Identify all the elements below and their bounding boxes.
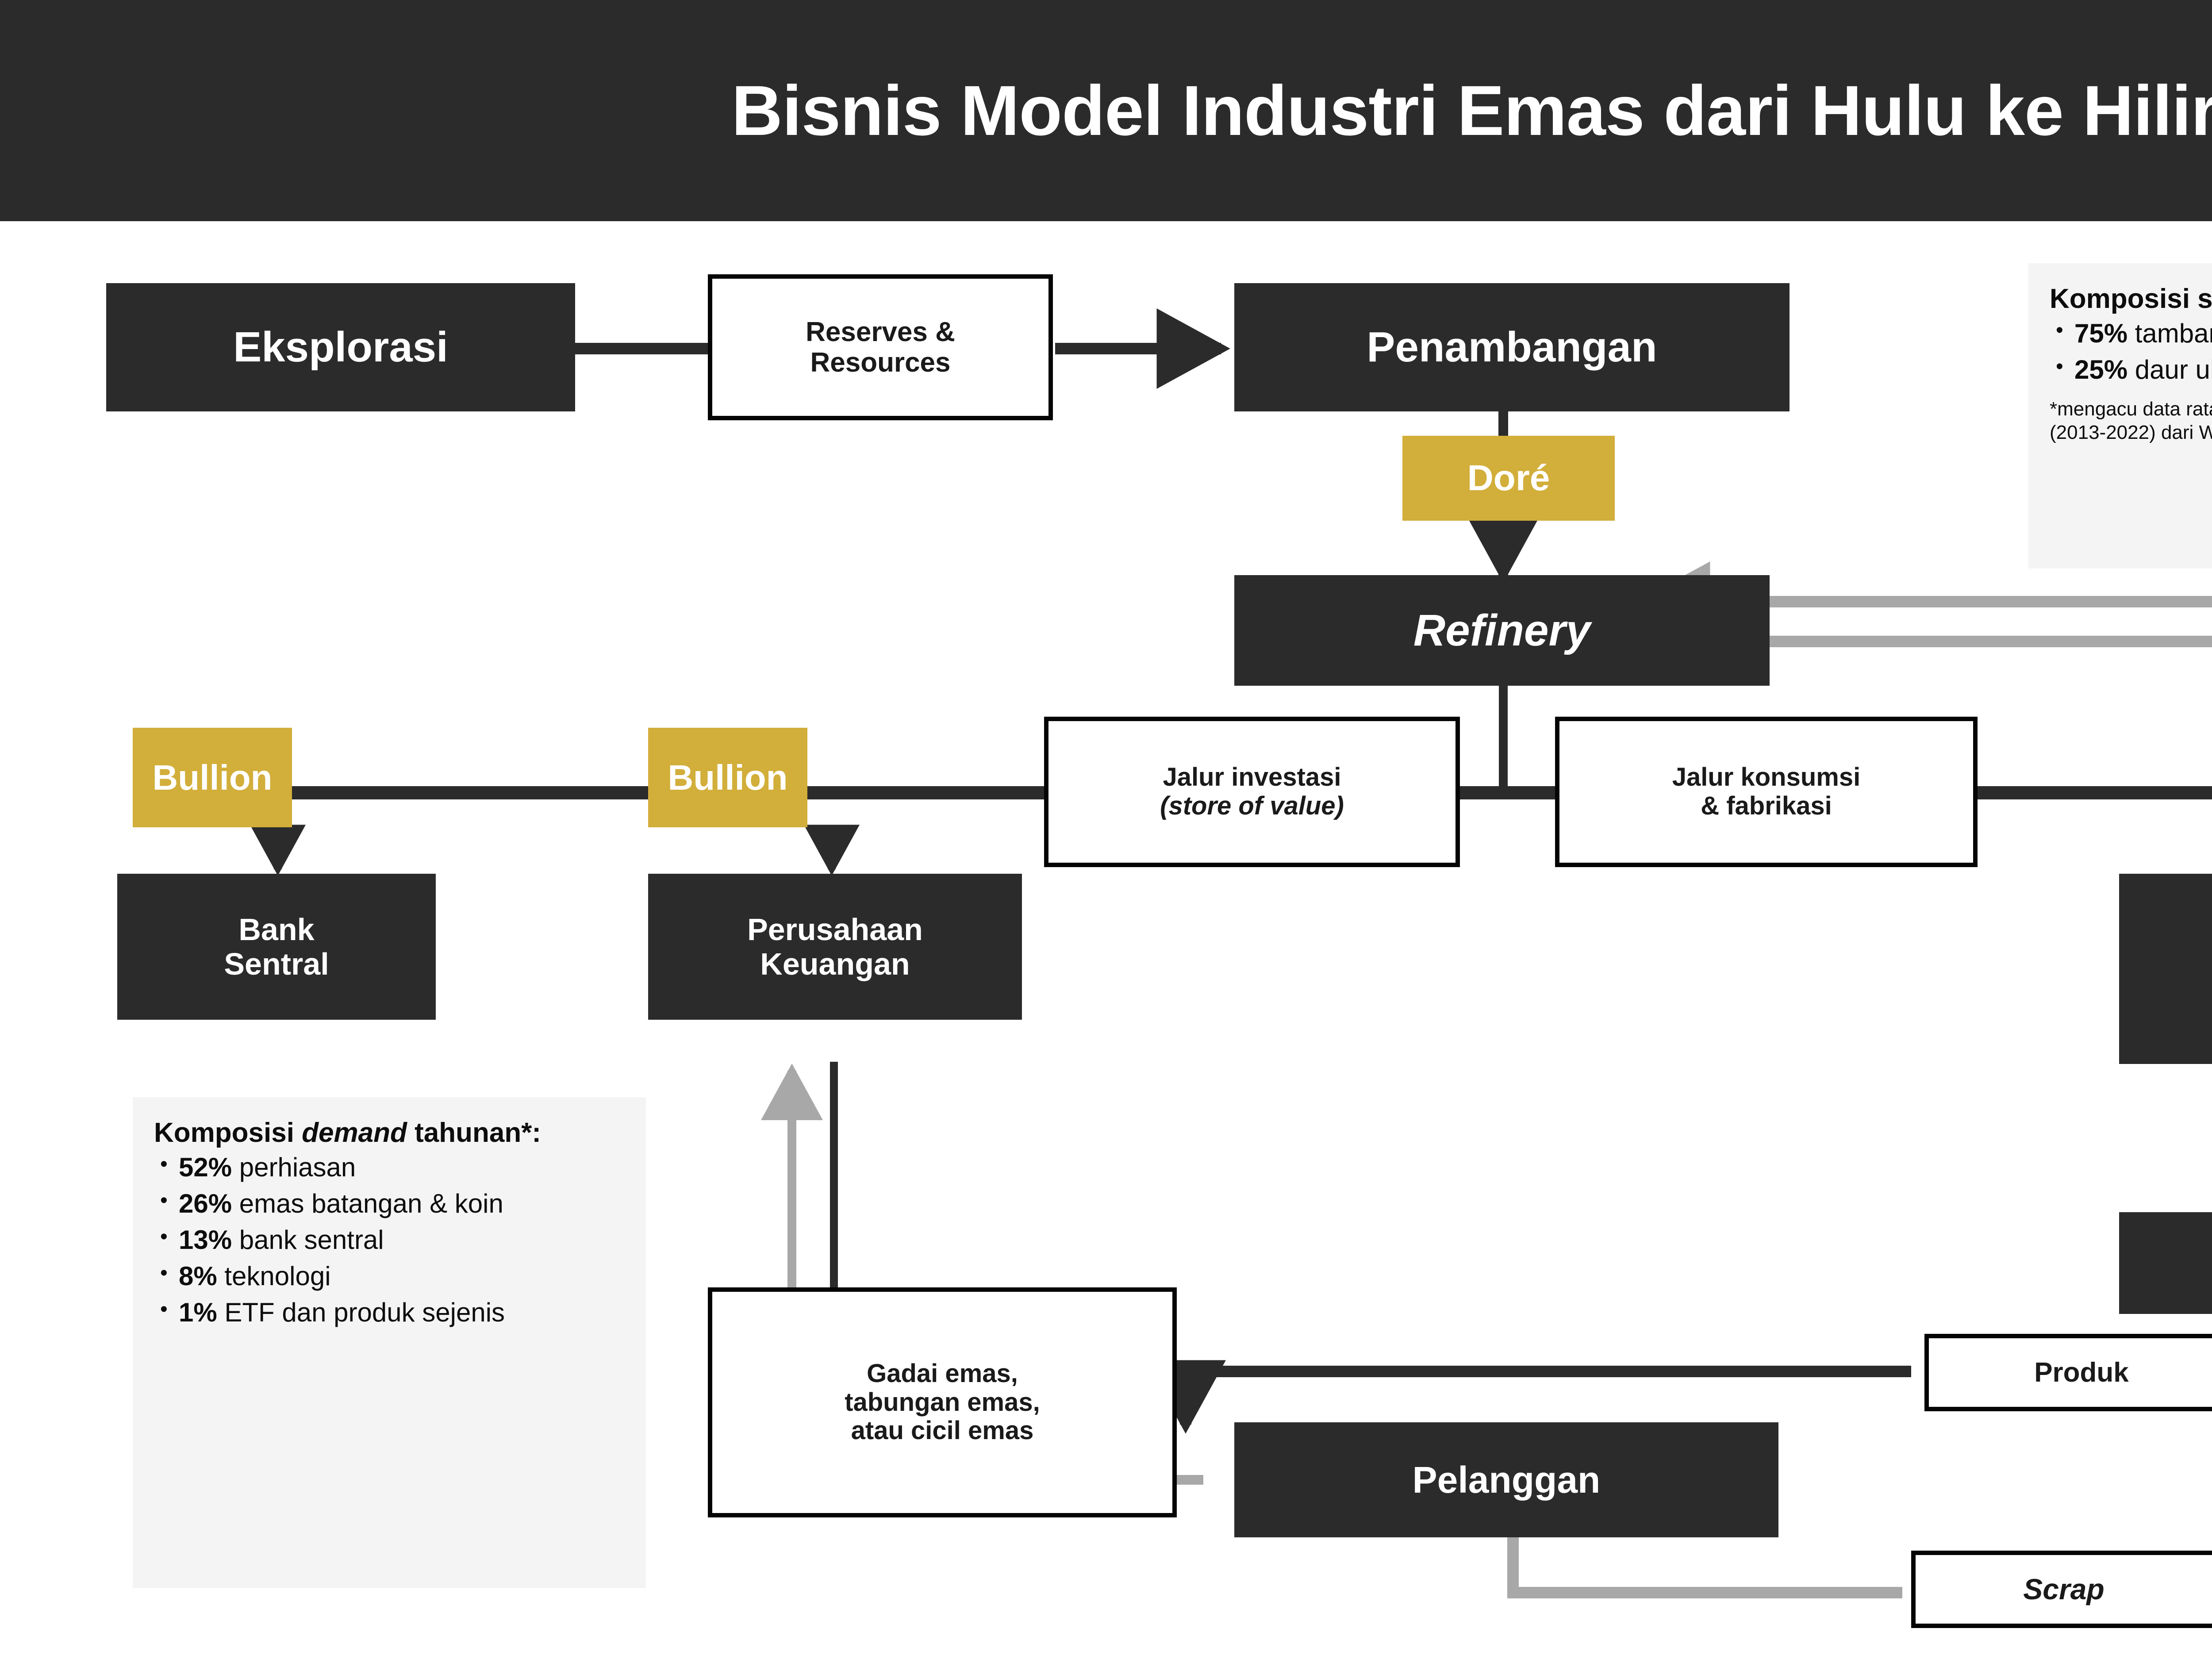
gadai-line3: atau cicil emas: [851, 1416, 1034, 1445]
wire-produk-to-pelanggan: [1145, 1360, 1911, 1434]
demand-item-pct: 13%: [179, 1225, 232, 1255]
demand-panel-list: 52% perhiasan 26% emas batangan & koin 1…: [154, 1152, 628, 1329]
node-distributor-toko[interactable]: Distributor/ Toko: [2119, 1212, 2212, 1314]
demand-item-pct: 1%: [179, 1297, 217, 1327]
supply-panel-heading: Komposisi supply tahunan*:: [2050, 284, 2212, 314]
node-perusahaan-keuangan[interactable]: Perusahaan Keuangan: [648, 874, 1022, 1020]
gadai-line1: Gadai emas,: [867, 1359, 1018, 1388]
demand-item-pct: 52%: [179, 1152, 232, 1182]
demand-panel-heading: Komposisi demand tahunan*:: [154, 1118, 628, 1149]
node-refinery[interactable]: Refinery: [1234, 575, 1770, 686]
node-bullion-keuangan[interactable]: Bullion: [648, 728, 807, 827]
node-jalur-konsumsi[interactable]: Jalur konsumsi & fabrikasi: [1555, 717, 1978, 867]
demand-item: 13% bank sentral: [160, 1224, 628, 1256]
demand-heading-post: tahunan*:: [407, 1118, 541, 1148]
supply-composition-panel: Komposisi supply tahunan*: 75% tambang 2…: [2028, 263, 2212, 568]
demand-composition-panel: Komposisi demand tahunan*: 52% perhiasan…: [133, 1097, 646, 1588]
wire-pabrik-scrap-rail-to-refinery: [1636, 601, 2212, 682]
node-produk[interactable]: Produk: [1924, 1334, 2212, 1411]
demand-item-pct: 8%: [179, 1261, 217, 1291]
node-penambangan[interactable]: Penambangan: [1234, 283, 1790, 411]
wire-scrap-mid-rail-to-refinery: [1636, 561, 2212, 642]
node-jalur-investasi[interactable]: Jalur investasi (store of value): [1044, 717, 1460, 867]
node-dore[interactable]: Doré: [1402, 436, 1615, 521]
node-pelanggan[interactable]: Pelanggan: [1234, 1422, 1778, 1537]
demand-item-label: emas batangan & koin: [232, 1188, 503, 1218]
demand-item: 52% perhiasan: [160, 1152, 628, 1183]
jalur-konsumsi-line2: & fabrikasi: [1701, 791, 1832, 820]
page-header: Bisnis Model Industri Emas dari Hulu ke …: [0, 0, 2212, 221]
supply-item-pct: 75%: [2074, 318, 2128, 348]
gadai-line2: tabungan emas,: [845, 1387, 1040, 1417]
demand-item-pct: 26%: [179, 1188, 232, 1218]
node-bank-sentral[interactable]: Bank Sentral: [117, 874, 436, 1020]
supply-note-line1: *mengacu data rata-rata 10 tahun: [2050, 398, 2212, 420]
demand-item-label: ETF dan produk sejenis: [217, 1297, 505, 1327]
supply-item-label: tambang: [2135, 318, 2212, 348]
supply-note-line2: (2013-2022) dari World Gold Council: [2050, 422, 2212, 444]
jalur-investasi-line2: (store of value): [1160, 791, 1344, 820]
supply-panel-list: 75% tambang 25% daur ulang (scrap): [2050, 318, 2212, 386]
jalur-investasi-line1: Jalur investasi: [1163, 763, 1341, 792]
node-bullion-bank[interactable]: Bullion: [133, 728, 292, 827]
supply-item-pct: 25%: [2074, 354, 2128, 384]
page-title: Bisnis Model Industri Emas dari Hulu ke …: [731, 71, 2212, 150]
node-reserves-resources[interactable]: Reserves & Resources: [708, 274, 1053, 420]
demand-item: 26% emas batangan & koin: [160, 1188, 628, 1220]
jalur-konsumsi-line1: Jalur konsumsi: [1672, 763, 1861, 792]
demand-heading-pre: Komposisi: [154, 1118, 302, 1148]
demand-item: 1% ETF dan produk sejenis: [160, 1297, 628, 1329]
node-pabrik[interactable]: Pabrik (Perhiasan/Elektronik): [2119, 874, 2212, 1064]
demand-item-label: perhiasan: [232, 1152, 356, 1182]
supply-item: 75% tambang: [2056, 318, 2212, 349]
supply-item: 25% daur ulang (scrap): [2056, 354, 2212, 386]
node-scrap-bottom[interactable]: Scrap: [1911, 1551, 2212, 1628]
demand-item: 8% teknologi: [160, 1260, 628, 1292]
demand-item-label: bank sentral: [232, 1225, 384, 1255]
node-eksplorasi[interactable]: Eksplorasi: [106, 283, 575, 411]
demand-item-label: teknologi: [217, 1261, 331, 1291]
supply-panel-note: *mengacu data rata-rata 10 tahun (2013-2…: [2050, 397, 2212, 445]
supply-item-label: daur ulang (: [2135, 354, 2212, 384]
node-gadai-emas[interactable]: Gadai emas, tabungan emas, atau cicil em…: [708, 1287, 1177, 1517]
demand-heading-italic: demand: [302, 1118, 407, 1148]
